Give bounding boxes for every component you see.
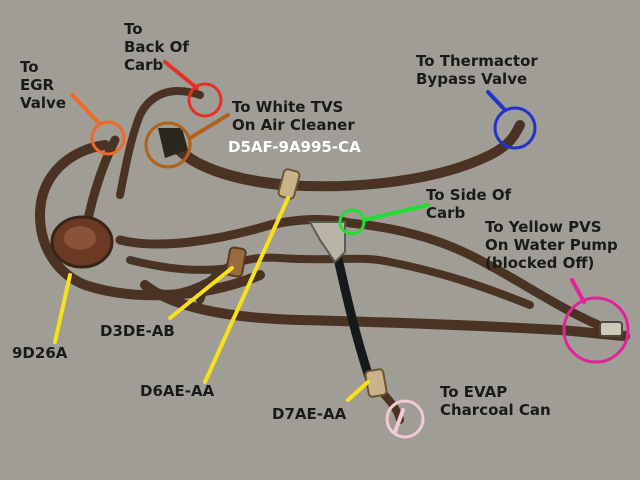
label-yellow-pvs: To Yellow PVS On Water Pump (blocked Off… bbox=[485, 218, 618, 272]
label-white-tvs-line2: On Air Cleaner bbox=[232, 116, 355, 134]
pvs-end-fitting bbox=[599, 321, 623, 337]
pointer-side-carb bbox=[362, 203, 430, 222]
label-side-of-carb: To Side Of Carb bbox=[426, 186, 512, 222]
pointer-egr bbox=[70, 93, 102, 126]
pointer-9d26a bbox=[53, 273, 72, 344]
label-egr-valve: To EGR Valve bbox=[20, 58, 67, 112]
pointer-d6ae bbox=[203, 196, 290, 384]
pointer-evap bbox=[393, 408, 405, 434]
ring-yellow-pvs bbox=[562, 296, 630, 364]
ring-back-carb bbox=[187, 82, 223, 118]
label-white-tvs-name: TVS bbox=[310, 98, 344, 116]
pointer-d3de bbox=[168, 266, 234, 320]
pointer-lines bbox=[53, 60, 586, 434]
label-9d26a: 9D26A bbox=[12, 344, 68, 362]
check-valve-d6ae bbox=[277, 168, 301, 200]
ring-markers bbox=[90, 82, 630, 439]
pointer-white-tvs bbox=[188, 113, 230, 140]
label-d5af-part: D5AF-9A995-CA bbox=[228, 138, 361, 156]
restrictor-fitting bbox=[158, 128, 188, 158]
ring-white-tvs bbox=[144, 121, 192, 169]
ring-evap bbox=[385, 399, 425, 439]
pointer-thermactor bbox=[486, 90, 507, 112]
pointer-yellow-pvs bbox=[570, 278, 586, 304]
label-d6ae-aa: D6AE-AA bbox=[140, 382, 215, 400]
label-evap: To EVAP Charcoal Can bbox=[440, 383, 551, 419]
egr-valve-cap bbox=[64, 226, 96, 250]
pointer-back-carb bbox=[163, 60, 199, 90]
label-d3de-ab: D3DE-AB bbox=[100, 322, 175, 340]
label-back-of-carb: To Back Of Carb bbox=[124, 20, 189, 74]
pointer-d7ae bbox=[346, 380, 370, 402]
label-thermactor: To Thermactor Bypass Valve bbox=[416, 52, 538, 88]
label-white-tvs-prefix: To White bbox=[232, 98, 306, 116]
label-d7ae-aa: D7AE-AA bbox=[272, 405, 347, 423]
ring-egr bbox=[90, 120, 126, 156]
ring-thermactor bbox=[493, 106, 537, 150]
